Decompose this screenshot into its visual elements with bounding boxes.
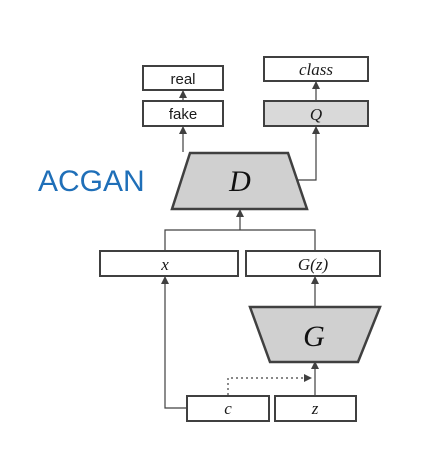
real-label: real (170, 71, 195, 88)
generator-network (248, 305, 382, 364)
discriminator-label: D (228, 165, 251, 198)
generator-label: G (303, 320, 325, 353)
fake-label: fake (169, 106, 197, 123)
arrow-c-to-g-dashed (227, 374, 312, 395)
q-label: Q (310, 105, 322, 124)
arrow-d-to-q (298, 126, 320, 181)
connector-x-to-d (164, 229, 316, 250)
c-label: c (224, 399, 232, 418)
real-box (142, 65, 224, 91)
class-label: class (299, 60, 333, 79)
class-box (263, 56, 369, 82)
diagram-title: ACGAN (38, 165, 145, 198)
gz-label: G(z) (298, 255, 329, 274)
q-box (263, 100, 369, 127)
arrow-c-to-x (161, 276, 187, 409)
x-box (99, 250, 239, 277)
z-box (274, 395, 357, 422)
gz-box (245, 250, 381, 277)
c-box (186, 395, 270, 422)
discriminator-network (170, 151, 309, 211)
z-label: z (311, 399, 319, 418)
x-label: x (160, 255, 169, 274)
fake-box (142, 100, 224, 127)
